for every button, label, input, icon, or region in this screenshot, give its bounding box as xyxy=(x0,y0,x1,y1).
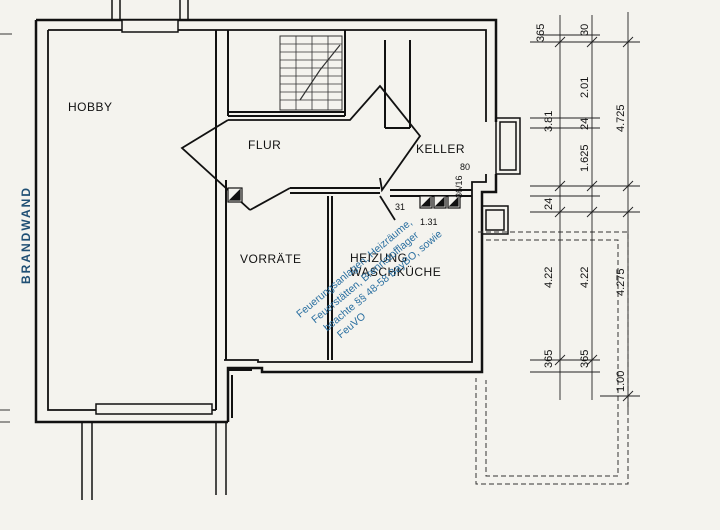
room-label-waschkueche: WASCHKÜCHE xyxy=(350,265,441,279)
dim-422-a: 4.22 xyxy=(543,267,555,288)
outer-walls xyxy=(34,18,498,424)
dim-365-a: 365 xyxy=(543,350,555,368)
flur-arrow xyxy=(180,84,422,221)
room-label-hobby: HOBBY xyxy=(68,100,113,114)
dim-1625: 1.625 xyxy=(579,144,591,172)
dim-365-top: 365 xyxy=(535,24,547,42)
chimney-symbols xyxy=(227,187,461,209)
room-label-flur: FLUR xyxy=(248,138,281,152)
dim-365-b: 365 xyxy=(579,350,591,368)
dim-381: 3.81 xyxy=(543,111,555,132)
room-label-keller: KELLER xyxy=(416,142,465,156)
brandwand-label: BRANDWAND xyxy=(19,186,33,284)
dim-100: 1.00 xyxy=(615,371,627,392)
dim-80: 80 xyxy=(460,162,470,172)
dim-30: 30 xyxy=(579,24,591,36)
dim-4275: 4.275 xyxy=(615,268,627,296)
dim-131: 1.31 xyxy=(420,217,438,227)
room-label-heizung: HEIZUNG xyxy=(350,251,408,265)
dim-36-16: 36/16 xyxy=(454,175,464,198)
dim-4725: 4.725 xyxy=(615,104,627,132)
staircase xyxy=(279,35,343,111)
approval-stamp: Feuerungsanlagen, Heizräume, Feuerstätte… xyxy=(294,217,444,341)
left-edge-marks xyxy=(0,33,12,423)
dim-31: 31 xyxy=(395,202,405,212)
dimension-lines xyxy=(530,12,640,410)
windows xyxy=(81,0,521,500)
terrace-outline xyxy=(475,231,629,485)
dim-24-mid: 24 xyxy=(579,118,591,130)
room-label-vorraete: VORRÄTE xyxy=(240,252,302,266)
dim-24-left: 24 xyxy=(543,198,555,210)
dim-422-b: 4.22 xyxy=(579,267,591,288)
interior-walls xyxy=(215,30,472,418)
dim-201: 2.01 xyxy=(579,77,591,98)
